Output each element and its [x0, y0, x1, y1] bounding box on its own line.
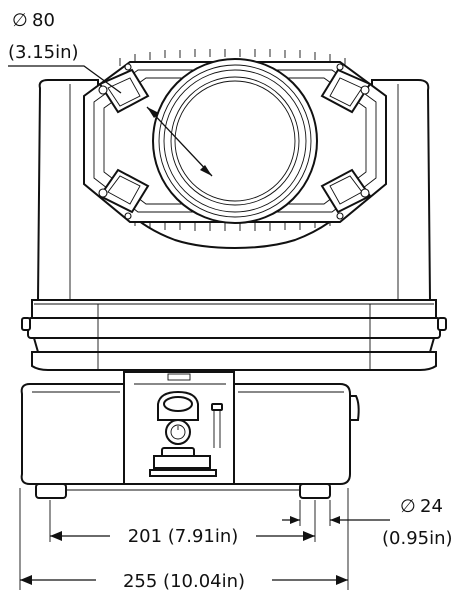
lens-diameter-dimension: ∅ 80 (3.15in)	[8, 10, 213, 177]
lens-diameter-inches: (3.15in)	[8, 42, 79, 63]
foot-diameter-dimension: ∅ 24 (0.95in)	[282, 496, 453, 549]
lens-head	[83, 49, 387, 231]
foot-diameter-symbol: ∅	[400, 496, 416, 517]
lens-diameter-value: 80	[32, 10, 55, 31]
foot-spacing-label: 201 (7.91in)	[128, 526, 239, 547]
fixture-base	[20, 371, 360, 499]
foot-diameter-inches: (0.95in)	[382, 528, 453, 549]
base-width-dimension: 255 (10.04in)	[19, 488, 349, 592]
foot-spacing-dimension: 201 (7.91in)	[49, 500, 316, 547]
yoke-housing	[21, 79, 447, 371]
lens-diameter-symbol: ∅	[12, 10, 28, 31]
foot-diameter-value: 24	[420, 496, 443, 517]
base-width-label: 255 (10.04in)	[123, 571, 245, 592]
